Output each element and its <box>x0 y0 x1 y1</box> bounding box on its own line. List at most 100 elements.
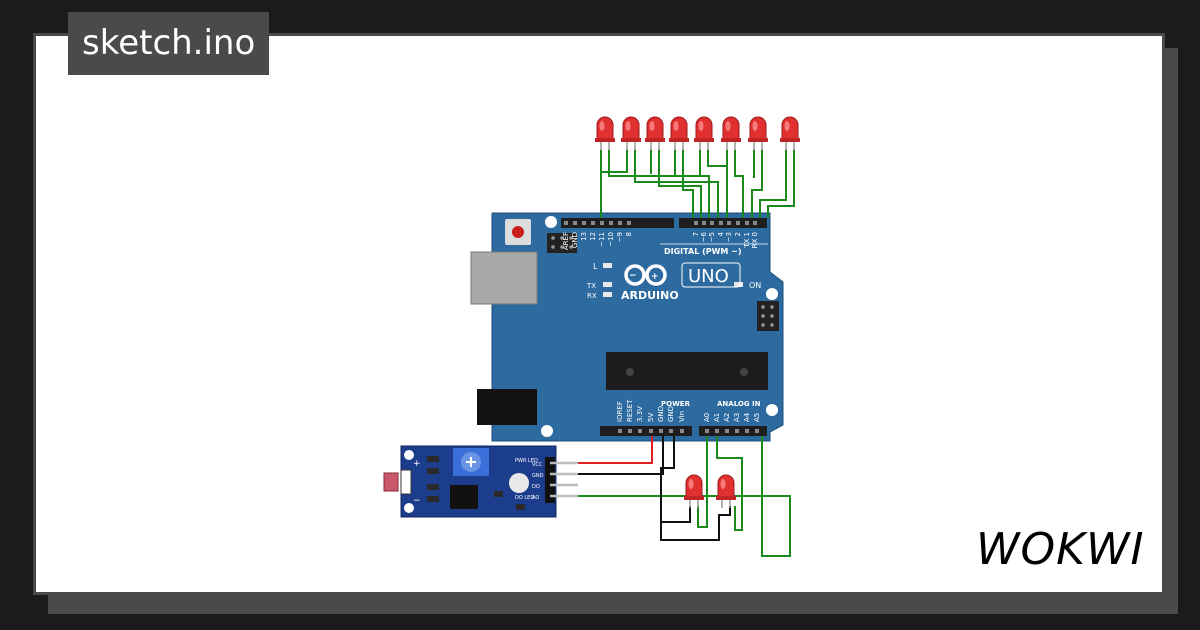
header-pin[interactable] <box>735 429 739 433</box>
power-header <box>600 426 692 436</box>
header-pin[interactable] <box>727 221 731 225</box>
module-hole <box>404 450 414 460</box>
led-icon[interactable] <box>780 116 800 150</box>
module-led-icon <box>509 473 529 493</box>
led-icon[interactable] <box>716 474 736 508</box>
header-pin[interactable] <box>680 429 684 433</box>
module-header <box>545 457 555 503</box>
header-pin[interactable] <box>710 221 714 225</box>
led-tx <box>603 282 612 287</box>
do-led-label: DO LED <box>515 495 534 501</box>
header-pin[interactable] <box>649 429 653 433</box>
led-icon[interactable] <box>721 116 741 150</box>
header-pin[interactable] <box>573 221 577 225</box>
ldr-sensor-icon <box>383 472 399 492</box>
top-pin-label: 8 <box>625 232 633 236</box>
wires[interactable] <box>578 150 795 557</box>
power-analog-header-pins[interactable] <box>618 429 759 433</box>
led-icon[interactable] <box>748 116 768 150</box>
led-icon[interactable] <box>669 116 689 150</box>
header-pin[interactable] <box>627 221 631 225</box>
top-pin-label: ~9 <box>616 232 624 242</box>
reset-button-cap[interactable] <box>512 226 524 238</box>
wire-gnd-leds[interactable] <box>660 436 731 541</box>
digital-led-wires[interactable] <box>600 150 795 218</box>
header-pin[interactable] <box>745 221 749 225</box>
header-pin[interactable] <box>755 429 759 433</box>
wire-vcc[interactable] <box>578 436 653 464</box>
icsp-header-right <box>757 301 779 331</box>
photoresistor-module[interactable]: + − PWR LED DO LED VCC GND DO AO <box>383 445 578 518</box>
led-icon[interactable] <box>621 116 641 150</box>
header-pin[interactable] <box>694 221 698 225</box>
bottom-pin-label: A2 <box>723 413 731 422</box>
led-icon[interactable] <box>694 116 714 150</box>
led-rx <box>603 292 612 297</box>
top-pin-label: RX 0 <box>751 232 759 248</box>
top-pin-label: ~3 <box>725 232 733 242</box>
top-pin-label: AREF <box>562 232 570 250</box>
mounting-hole <box>545 216 557 228</box>
header-pin[interactable] <box>719 221 723 225</box>
digital-header-pins[interactable] <box>564 221 757 225</box>
bottom-pin-label: A5 <box>753 413 761 422</box>
led-icon[interactable] <box>684 474 704 508</box>
header-pin[interactable] <box>753 221 757 225</box>
header-pin[interactable] <box>736 221 740 225</box>
digital-header-left <box>561 218 674 228</box>
header-pin[interactable] <box>609 221 613 225</box>
header-pin[interactable] <box>745 429 749 433</box>
wire-gnd[interactable] <box>578 436 664 475</box>
header-pin[interactable] <box>628 429 632 433</box>
header-pin[interactable] <box>659 429 663 433</box>
led-on-label: ON <box>749 281 761 290</box>
bottom-pin-label: 5V <box>647 413 655 422</box>
wire-gnd-led1[interactable] <box>661 506 691 523</box>
bottom-pin-label: GND <box>657 406 665 422</box>
module-pins[interactable] <box>550 461 578 498</box>
analog-label: ANALOG IN <box>717 400 761 408</box>
top-pin-label: 2 <box>734 232 742 236</box>
led-icon[interactable] <box>595 116 615 150</box>
wire-a1-led[interactable] <box>716 436 743 531</box>
icsp-header <box>547 233 577 253</box>
analog-leds[interactable] <box>684 474 736 508</box>
ldr-socket <box>400 469 412 495</box>
header-pin[interactable] <box>618 221 622 225</box>
power-jack <box>477 389 537 425</box>
uno-box <box>681 262 741 288</box>
led-rx-label: RX <box>587 292 597 300</box>
mounting-hole <box>766 288 778 300</box>
wire-a0-led[interactable] <box>697 436 708 528</box>
header-pin[interactable] <box>618 429 622 433</box>
led-icon[interactable] <box>645 116 665 150</box>
top-pin-label: ~11 <box>598 232 606 247</box>
header-pin[interactable] <box>564 221 568 225</box>
module-pin-do: DO <box>532 484 540 490</box>
chip-notch <box>626 368 634 376</box>
module-pin-gnd: GND <box>532 473 544 479</box>
wokwi-logo[interactable]: WOKWI <box>976 524 1145 575</box>
header-pin[interactable] <box>638 429 642 433</box>
header-pin[interactable] <box>725 429 729 433</box>
minus-label: − <box>413 496 421 506</box>
header-pin[interactable] <box>702 221 706 225</box>
power-label: POWER <box>661 400 691 408</box>
bottom-pin-label: A0 <box>703 413 711 422</box>
bottom-pin-label: A3 <box>733 413 741 422</box>
top-pin-label: TX 1 <box>743 232 751 249</box>
header-pin[interactable] <box>591 221 595 225</box>
led-l <box>603 263 612 268</box>
logo-minus: − <box>629 271 637 281</box>
digital-leds[interactable] <box>595 116 800 150</box>
header-pin[interactable] <box>582 221 586 225</box>
sketch-filename-tab[interactable]: sketch.ino <box>68 12 270 75</box>
header-pin[interactable] <box>715 429 719 433</box>
plus-label: + <box>413 459 421 469</box>
model-label: UNO <box>688 266 729 287</box>
header-pin[interactable] <box>669 429 673 433</box>
header-pin[interactable] <box>705 429 709 433</box>
header-pin[interactable] <box>600 221 604 225</box>
